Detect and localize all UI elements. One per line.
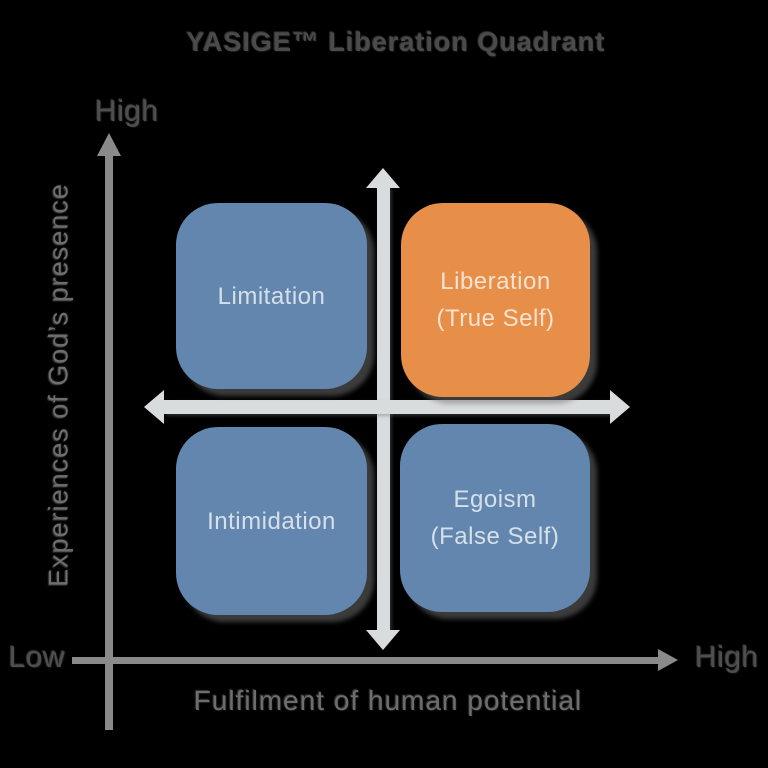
x-axis-low-label: Low bbox=[8, 641, 66, 674]
quadrant-intimidation-label: Intimidation bbox=[207, 507, 336, 535]
quadrant-egoism-label: Egoism bbox=[453, 486, 537, 513]
x-axis-line bbox=[72, 657, 658, 664]
diagram-title: YASIGE™ Liberation Quadrant bbox=[186, 27, 606, 57]
y-axis-title: Experiences of God’s presence bbox=[43, 183, 74, 587]
divider-arrow-left-icon bbox=[144, 390, 164, 424]
quadrant-divider-horizontal bbox=[164, 400, 610, 414]
quadrant-intimidation: Intimidation bbox=[176, 427, 367, 615]
quadrant-liberation: Liberation (True Self) bbox=[401, 203, 590, 397]
quadrant-limitation-label: Limitation bbox=[217, 282, 326, 310]
divider-arrow-down-icon bbox=[366, 630, 400, 650]
y-axis-arrow-up-icon bbox=[97, 133, 121, 156]
quadrant-liberation-sublabel: (True Self) bbox=[436, 305, 555, 332]
x-axis-arrow-right-icon bbox=[658, 649, 678, 671]
quadrant-liberation-label: Liberation bbox=[440, 268, 551, 295]
quadrant-egoism-sublabel: (False Self) bbox=[430, 523, 560, 550]
quadrant-egoism: Egoism (False Self) bbox=[400, 424, 590, 612]
divider-arrow-up-icon bbox=[366, 168, 400, 188]
quadrant-limitation: Limitation bbox=[176, 203, 367, 389]
x-axis-title: Fulfilment of human potential bbox=[193, 685, 583, 716]
y-axis-high-label: High bbox=[95, 95, 159, 128]
y-axis-line bbox=[105, 155, 113, 730]
divider-arrow-right-icon bbox=[610, 390, 630, 424]
x-axis-high-label: High bbox=[695, 641, 759, 674]
